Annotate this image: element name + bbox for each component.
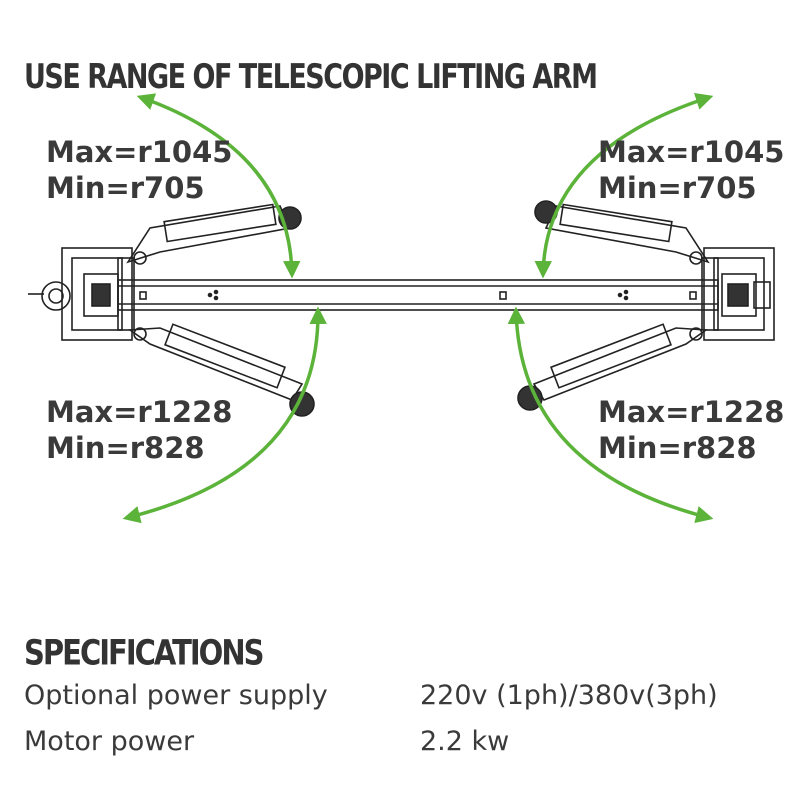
lifting-arm-top-right <box>534 200 710 265</box>
arrow-top-right <box>534 92 714 279</box>
range-top-right: Max=r1045 Min=r705 <box>598 134 784 206</box>
spec-label: Optional power supply <box>24 680 328 711</box>
min-radius-label: Min=r705 <box>598 171 757 205</box>
min-radius-label: Min=r828 <box>46 431 205 465</box>
cross-beam <box>117 279 719 311</box>
right-column-base <box>701 247 775 341</box>
arrow-bottom-right <box>507 306 714 524</box>
range-arrows <box>122 92 714 524</box>
lifting-arm-top-left <box>126 203 302 265</box>
min-radius-label: Min=r705 <box>46 171 205 205</box>
diagram-title: USE RANGE OF TELESCOPIC LIFTING ARM <box>24 58 598 97</box>
range-top-left: Max=r1045 Min=r705 <box>46 134 232 206</box>
range-bottom-left: Max=r1228 Min=r828 <box>46 394 232 466</box>
max-radius-label: Max=r1045 <box>46 135 233 169</box>
max-radius-label: Max=r1045 <box>598 135 785 169</box>
max-radius-label: Max=r1228 <box>46 395 233 429</box>
arrow-bottom-left <box>122 306 327 524</box>
spec-value: 220v (1ph)/380v(3ph) <box>420 680 718 711</box>
min-radius-label: Min=r828 <box>598 431 757 465</box>
max-radius-label: Max=r1228 <box>598 395 785 429</box>
spec-label: Motor power <box>24 726 195 757</box>
spec-value: 2.2 kw <box>420 726 510 757</box>
range-bottom-right: Max=r1228 Min=r828 <box>598 394 784 466</box>
arrow-top-left <box>136 93 301 279</box>
specifications-heading: SPECIFICATIONS <box>24 632 264 673</box>
